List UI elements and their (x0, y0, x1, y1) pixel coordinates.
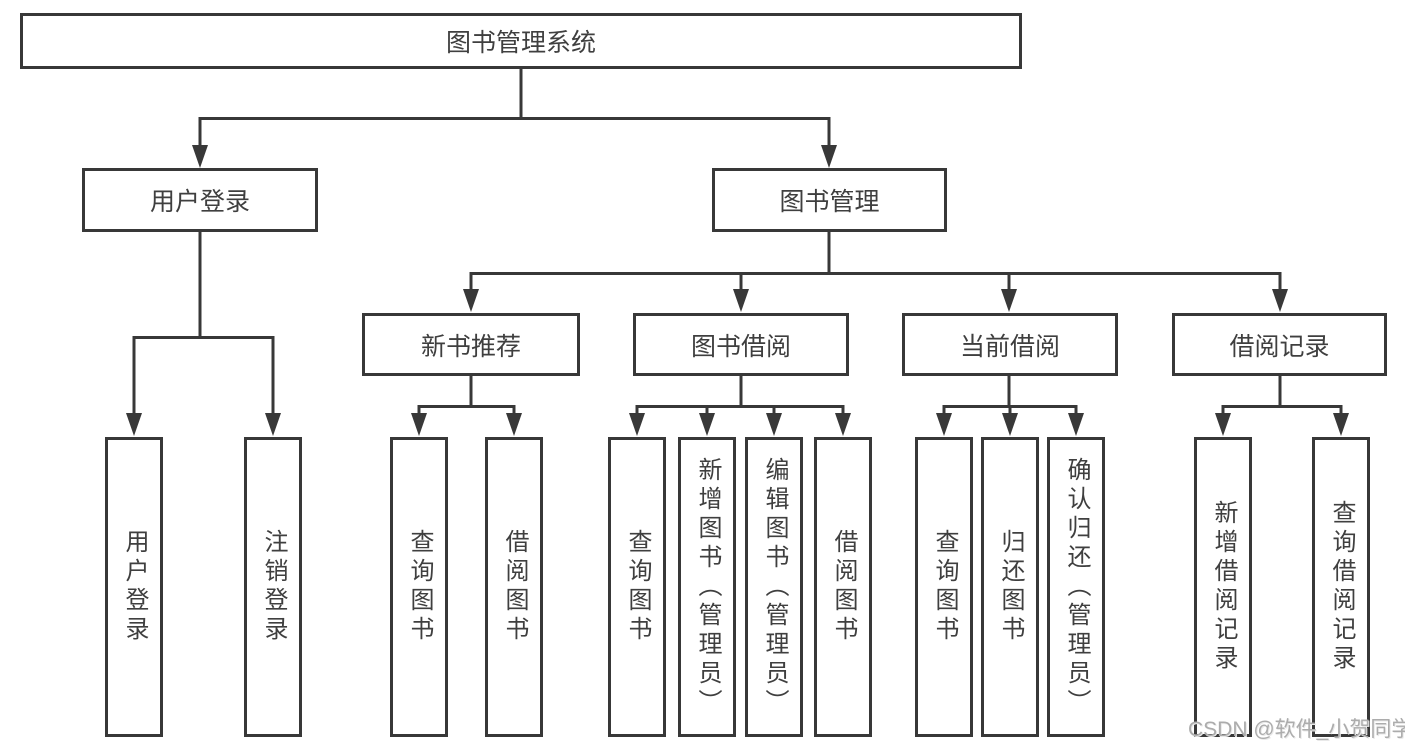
leaf-label: 查询图书 (406, 529, 433, 645)
current-borrowing-subtree-connector (942, 374, 1078, 414)
leaf-return-books: 归还图书 (981, 437, 1039, 737)
book-management-to-level2-connector (469, 230, 1282, 290)
node-label: 图书借阅 (690, 332, 791, 361)
leaf-logout: 注销登录 (244, 437, 302, 737)
arrow-down-icon (629, 413, 645, 436)
node-borrowing-records: 借阅记录 (1172, 313, 1387, 376)
arrow-down-icon (699, 413, 715, 436)
root-to-level1-connector (198, 66, 831, 146)
arrow-down-icon (733, 289, 749, 312)
node-label: 当前借阅 (959, 332, 1060, 361)
leaf-edit-books-admin: 编辑图书（管理员） (745, 437, 803, 737)
leaf-label: 查询借阅记录 (1328, 500, 1355, 674)
leaf-query-borrow-record: 查询借阅记录 (1312, 437, 1370, 737)
arrow-down-icon (1272, 289, 1288, 312)
node-book-management-system: 图书管理系统 (20, 13, 1022, 69)
node-label: 图书管理系统 (445, 29, 596, 57)
leaf-borrow-books-borrowing: 借阅图书 (814, 437, 872, 737)
arrow-down-icon (126, 413, 142, 436)
leaf-add-borrow-record: 新增借阅记录 (1194, 437, 1252, 737)
node-label: 新书推荐 (420, 332, 521, 361)
node-label: 用户登录 (149, 188, 250, 216)
arrow-down-icon (1215, 413, 1231, 436)
user-login-subtree-connector (132, 230, 275, 414)
leaf-label: 确认归还（管理员） (1063, 456, 1090, 718)
node-current-borrowing: 当前借阅 (902, 313, 1118, 376)
arrow-down-icon (766, 413, 782, 436)
leaf-label: 新增图书（管理员） (694, 456, 721, 718)
arrow-down-icon (821, 145, 837, 168)
arrow-down-icon (192, 145, 208, 168)
new-book-subtree-connector (417, 374, 516, 414)
leaf-label: 用户登录 (121, 529, 148, 645)
arrow-down-icon (265, 413, 281, 436)
arrow-down-icon (506, 413, 522, 436)
leaf-confirm-return-admin: 确认归还（管理员） (1047, 437, 1105, 737)
arrow-down-icon (835, 413, 851, 436)
connector-paths (132, 66, 1343, 414)
leaf-query-books-current: 查询图书 (915, 437, 973, 737)
book-borrowing-subtree-connector (635, 374, 845, 414)
node-book-borrowing: 图书借阅 (633, 313, 849, 376)
arrow-down-icon (1068, 413, 1084, 436)
leaf-label: 查询图书 (624, 529, 651, 645)
leaf-add-books-admin: 新增图书（管理员） (678, 437, 736, 737)
arrowheads (126, 145, 1349, 436)
leaf-query-books-borrowing: 查询图书 (608, 437, 666, 737)
leaf-label: 注销登录 (260, 529, 287, 645)
arrow-down-icon (463, 289, 479, 312)
node-label: 借阅记录 (1229, 332, 1330, 361)
leaf-borrow-books-recommend: 借阅图书 (485, 437, 543, 737)
csdn-watermark: CSDN @软件_小贺同学 (1188, 718, 1405, 741)
leaf-label: 借阅图书 (501, 529, 528, 645)
node-label: 图书管理 (779, 188, 880, 216)
leaf-label: 借阅图书 (830, 529, 857, 645)
leaf-label: 新增借阅记录 (1210, 500, 1237, 674)
arrow-down-icon (1333, 413, 1349, 436)
arrow-down-icon (1002, 413, 1018, 436)
arrow-down-icon (411, 413, 427, 436)
node-new-book-recommendation: 新书推荐 (362, 313, 580, 376)
arrow-down-icon (936, 413, 952, 436)
borrowing-records-subtree-connector (1221, 374, 1343, 414)
leaf-label: 查询图书 (931, 529, 958, 645)
leaf-label: 归还图书 (997, 529, 1024, 645)
leaf-query-books-recommend: 查询图书 (390, 437, 448, 737)
leaf-user-login: 用户登录 (105, 437, 163, 737)
node-book-management: 图书管理 (712, 168, 947, 232)
node-user-login: 用户登录 (82, 168, 318, 232)
arrow-down-icon (1001, 289, 1017, 312)
leaf-label: 编辑图书（管理员） (761, 456, 788, 718)
